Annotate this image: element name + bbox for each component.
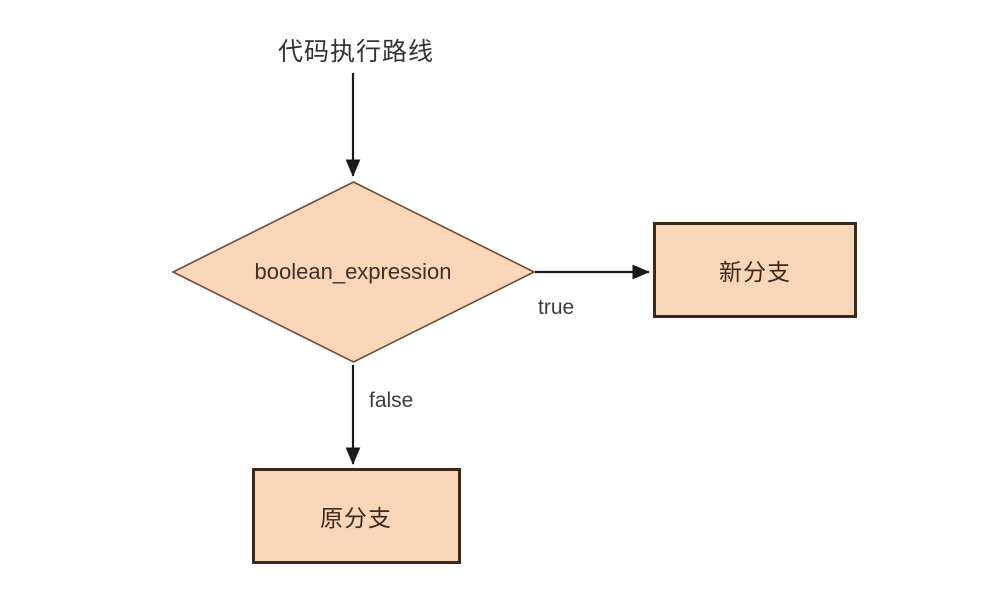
true-branch-node-label: 新分支 [719, 259, 791, 285]
diamond-shape [171, 181, 536, 363]
decision-node[interactable] [171, 181, 536, 363]
true-branch-node[interactable] [653, 222, 857, 318]
page-title: 代码执行路线 [277, 38, 435, 66]
false-branch-node[interactable] [252, 468, 461, 564]
decision-node-label: boolean_expression [254, 259, 452, 284]
edge-label-false: false [369, 389, 414, 412]
false-branch-node-label: 原分支 [320, 505, 392, 531]
edge-label-true: true [538, 296, 575, 319]
